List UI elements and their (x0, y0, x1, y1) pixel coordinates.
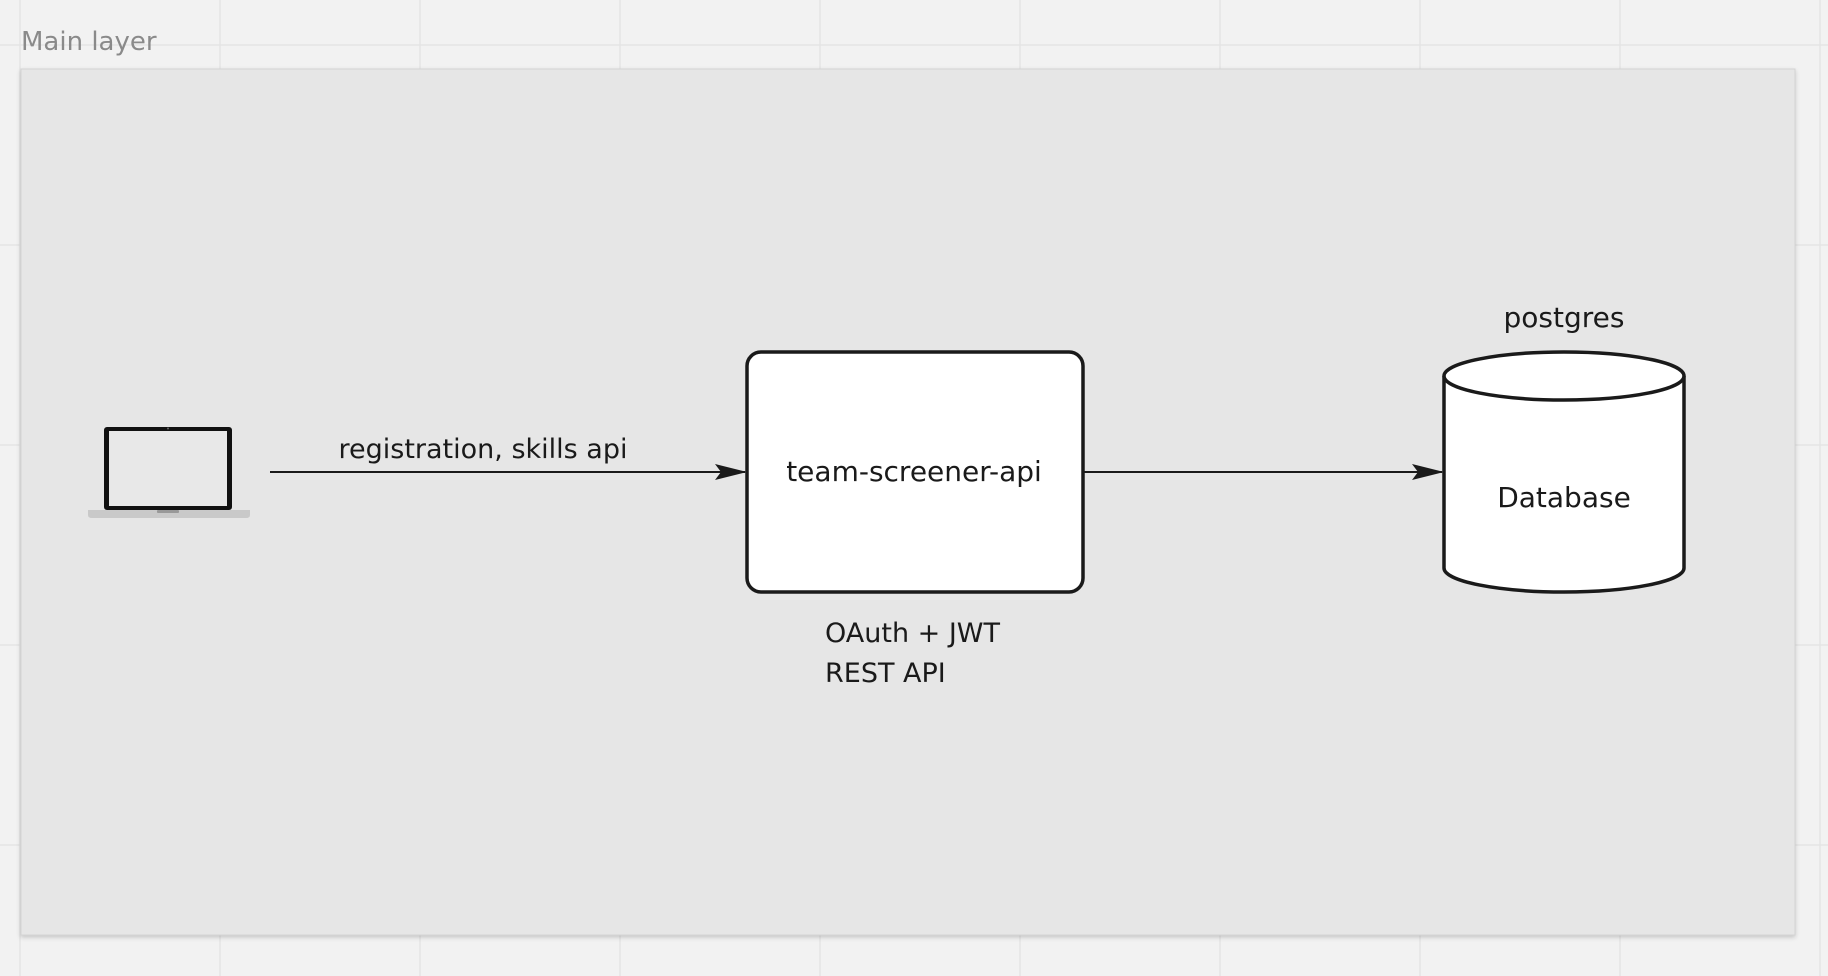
api-note-rest: REST API (825, 658, 946, 689)
layer-label: Main layer (21, 27, 157, 57)
database-caption: postgres (1504, 301, 1625, 334)
database-node[interactable] (1442, 350, 1686, 594)
api-note-auth: OAuth + JWT (825, 618, 1001, 649)
database-label: Database (1497, 481, 1631, 514)
laptop-icon[interactable] (88, 427, 250, 518)
edge-label-client-to-api: registration, skills api (339, 434, 628, 465)
api-node-label: team-screener-api (786, 455, 1042, 488)
